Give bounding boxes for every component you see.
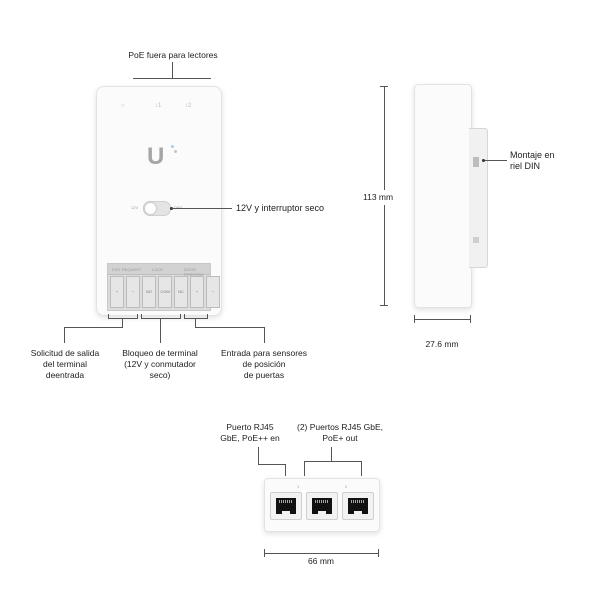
terminal-pin: NO [142,276,156,308]
switch-label-left: 12V [131,205,139,210]
group-exit: EXIT REQUEST [112,267,142,272]
width-label: 66 mm [281,556,361,567]
device-side [414,84,472,308]
din-latch [473,237,479,243]
dim-tick [378,549,379,557]
power-icon: ○ [121,103,125,109]
leader-line [258,447,259,465]
logo-dot [171,145,174,148]
terminal-pin: + [190,276,204,308]
din-mount-clip [469,128,488,268]
depth-label: 27.6 mm [425,339,459,349]
leader-line [160,318,161,343]
leader-line [258,464,286,465]
leader-line [172,208,232,209]
leader-line [304,461,362,462]
dim-tick [380,305,388,306]
exit-request-label: Solicitud de salida del terminal deentra… [30,348,100,380]
toggle-switch[interactable] [143,201,171,216]
port-label-1: 1 [297,484,300,489]
depth-dimension [414,319,470,320]
leader-line [361,461,362,476]
leader-line [64,327,123,328]
din-mount-label: Montaje en riel DIN [510,150,555,171]
port-led-1: ↕1 [155,103,162,109]
terminal-pin: COM [158,276,172,308]
leader-line [122,318,123,328]
bracket [137,314,138,318]
device-bottom: 1 2 [264,478,380,532]
terminal-pin: − [206,276,220,308]
door-sensor-label: Entrada para sensores de posición de pue… [221,348,307,380]
terminal-pin: + [110,276,124,308]
rj45-in-label: Puerto RJ45 GbE, PoE++ en [220,422,280,443]
terminal-pin: − [126,276,140,308]
group-door: DOOR POSITION [184,267,204,277]
din-latch [473,157,479,167]
leader-line [285,464,286,476]
rj45-out-label: (2) Puertos RJ45 GbE, PoE+ out [297,422,383,443]
logo-dot [174,150,177,153]
rj45-in-port[interactable] [270,492,302,520]
bracket [207,314,208,318]
bracket [180,314,181,318]
switch-label-right: DRY [174,205,182,210]
leader-line [304,461,305,476]
bracket [184,314,185,318]
bracket [141,314,142,318]
bracket [108,318,138,319]
rj45-out-port-1[interactable] [306,492,338,520]
bracket [108,314,109,318]
leader-bracket [133,78,211,79]
group-lock: LOCK [152,267,163,272]
leader-line [331,447,332,461]
port-label-2: 2 [345,484,348,489]
terminal-block: EXIT REQUEST LOCK DOOR POSITION + − NO C… [107,263,220,311]
terminal-lock-label: Bloqueo de terminal (12V y conmutador se… [122,348,198,380]
leader-dot [170,207,173,210]
height-label: 113 mm [363,190,394,205]
bracket [141,318,181,319]
poe-out-label: PoE fuera para lectores [128,50,218,60]
device-front: ○ ↕1 ↕2 U 12V DRY EXIT REQUEST LOCK DOOR… [96,86,222,316]
leader-line [195,318,196,328]
leader-line [195,327,265,328]
width-dimension [264,553,378,554]
ubiquiti-logo-icon: U [147,143,165,170]
toggle-knob [145,203,156,214]
leader-line [483,160,507,161]
leader-line [264,327,265,343]
terminal-pin: NC [174,276,188,308]
power-dry-label: 12V y interruptor seco [236,203,325,213]
bracket [184,318,208,319]
terminal-header [108,264,210,275]
leader-line [64,327,65,343]
leader-line [172,62,173,78]
port-led-2: ↕2 [185,103,192,109]
rj45-out-port-2[interactable] [342,492,374,520]
dim-tick [470,315,471,323]
leader-dot [482,159,485,162]
